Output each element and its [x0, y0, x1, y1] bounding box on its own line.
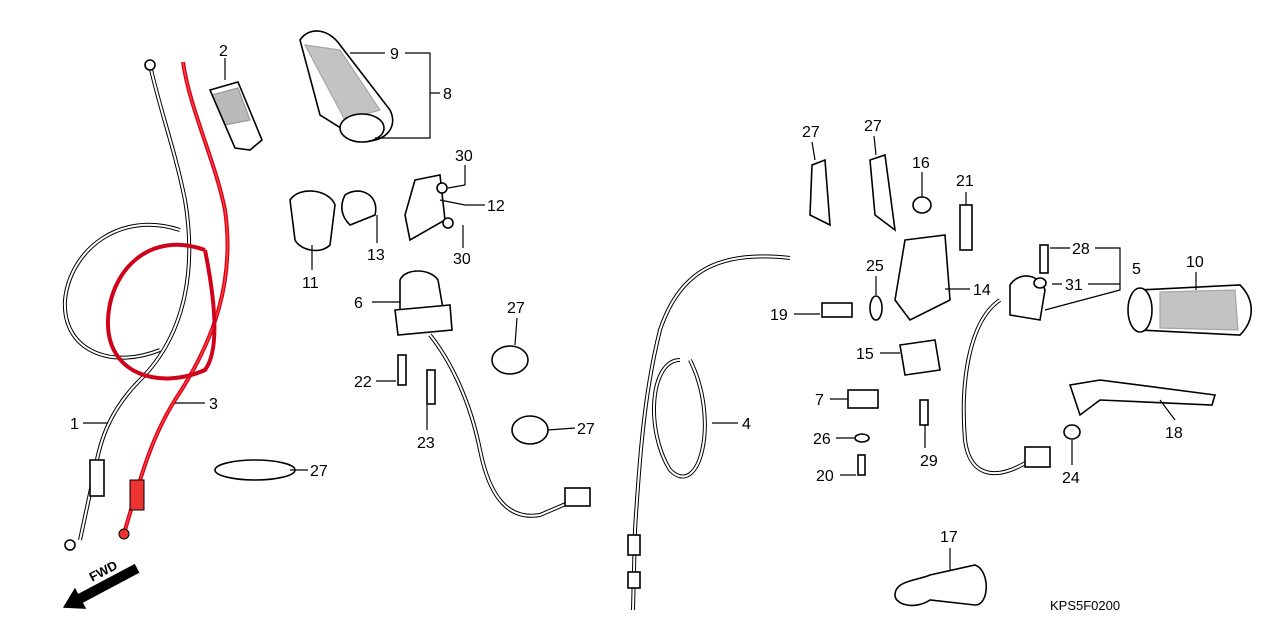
label: 10	[1186, 254, 1204, 271]
part-30-screw[interactable]	[442, 217, 454, 229]
part-19-bolt[interactable]	[821, 302, 853, 318]
fwd-arrow-icon: FWD	[62, 557, 140, 609]
label: 18	[1165, 425, 1183, 442]
part-25-adjuster[interactable]	[869, 295, 883, 321]
label: 3	[209, 396, 218, 413]
label: 27	[864, 118, 882, 135]
part-7-switch[interactable]	[847, 389, 879, 409]
part-8-throttle-grip[interactable]	[299, 30, 394, 143]
label: 27	[507, 300, 525, 317]
part-29-screw[interactable]	[919, 399, 929, 426]
label: 17	[940, 529, 958, 546]
label: 27	[802, 124, 820, 141]
leader-lines	[83, 52, 1197, 570]
label: 27	[577, 421, 595, 438]
label: 8	[443, 86, 452, 103]
label: 28	[1072, 241, 1090, 258]
label: 9	[390, 46, 399, 63]
part-23-screw[interactable]	[426, 369, 436, 405]
label: 7	[815, 392, 824, 409]
cable-3-highlighted[interactable]	[105, 61, 230, 540]
part-27-band[interactable]	[809, 158, 831, 227]
label: 1	[70, 416, 79, 433]
part-16-cap[interactable]	[912, 196, 932, 214]
label: 11	[302, 275, 319, 292]
label: 21	[956, 173, 974, 190]
cable-4[interactable]	[627, 254, 791, 611]
part-24-nut[interactable]	[1063, 424, 1081, 440]
part-number-labels: 2 9 8 30 12 30 11 13 6 27 22 23 27 27 1 …	[70, 43, 1204, 546]
part-10-grip[interactable]	[1127, 284, 1253, 336]
part-27-band[interactable]	[491, 345, 529, 375]
part-11-housing[interactable]	[289, 190, 336, 252]
label: 12	[487, 198, 505, 215]
label: 27	[310, 463, 328, 480]
label: 29	[920, 453, 938, 470]
part-18-lever[interactable]	[1068, 379, 1217, 417]
part-17-cover[interactable]	[894, 564, 987, 607]
part-12-holder[interactable]	[404, 174, 446, 242]
label: 26	[813, 431, 831, 448]
label: 25	[866, 258, 884, 275]
part-22-screw[interactable]	[397, 354, 407, 386]
cable-1[interactable]	[62, 59, 192, 551]
label: 16	[912, 155, 930, 172]
label: 2	[219, 43, 228, 60]
label: 5	[1132, 261, 1141, 278]
part-5-switch-assembly[interactable]	[961, 275, 1051, 475]
label: 14	[973, 282, 991, 299]
label: 23	[417, 435, 435, 452]
part-6-switch[interactable]	[394, 270, 591, 518]
part-2-cap[interactable]	[208, 81, 263, 151]
label: 31	[1065, 277, 1083, 294]
label: 30	[453, 251, 471, 268]
part-27-band[interactable]	[869, 153, 897, 232]
diagram-code: KPS5F0200	[1050, 598, 1120, 613]
part-27-band[interactable]	[511, 415, 549, 445]
part-31-washer[interactable]	[1033, 277, 1047, 289]
label: 6	[354, 295, 363, 312]
part-14-lever-bracket[interactable]	[894, 234, 951, 322]
part-20-screw[interactable]	[857, 454, 866, 476]
label: 22	[354, 374, 372, 391]
label: 13	[367, 247, 385, 264]
part-21-bolt[interactable]	[959, 204, 973, 251]
part-15-holder[interactable]	[899, 339, 941, 376]
label: 15	[856, 346, 874, 363]
label: 30	[455, 148, 473, 165]
label: 19	[770, 307, 788, 324]
part-27-band[interactable]	[214, 459, 296, 481]
part-28-screw[interactable]	[1039, 244, 1049, 274]
part-26-washer[interactable]	[854, 433, 870, 443]
label: 24	[1062, 470, 1080, 487]
part-30-screw[interactable]	[436, 182, 448, 194]
part-13-clamp[interactable]	[340, 190, 377, 226]
label: 20	[816, 468, 834, 485]
label: 4	[742, 416, 751, 433]
